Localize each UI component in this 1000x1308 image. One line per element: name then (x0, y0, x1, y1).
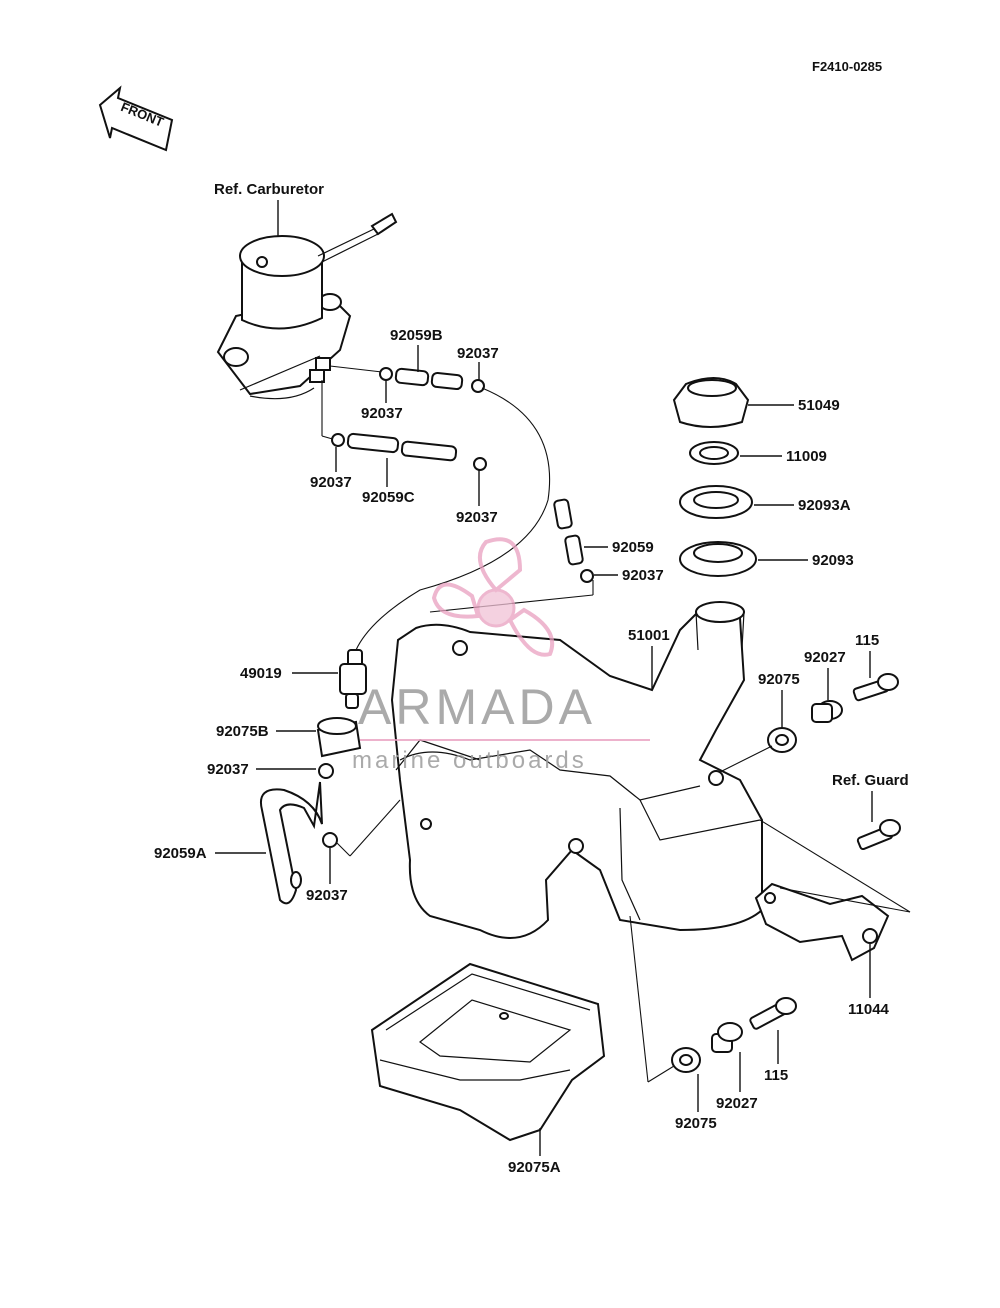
collar-92027-a (811, 700, 843, 723)
ring-92093 (679, 541, 757, 577)
part-92093A-label: 92093A (798, 497, 851, 514)
part-92037-label-e: 92037 (622, 567, 664, 584)
part-92059A-label: 92059A (154, 845, 207, 862)
collar-92027-b (711, 1022, 743, 1053)
watermark-brand: ARMADA (358, 679, 596, 735)
grommet-92075-b (671, 1047, 701, 1073)
part-92093-label: 92093 (812, 552, 854, 569)
part-92037-label-f: 92037 (207, 761, 249, 778)
part-92075A-label: 92075A (508, 1159, 561, 1176)
hose-92059C (331, 432, 487, 471)
filler-cap-51049 (672, 377, 750, 428)
front-arrow-icon: FRONT (98, 85, 174, 152)
bolt-115-b (749, 997, 797, 1030)
ring-92093A (679, 485, 753, 519)
part-92037-label-b: 92037 (361, 405, 403, 422)
bolt-115-a (852, 673, 899, 702)
propeller-logo-icon (431, 537, 555, 657)
watermark-tagline: marine outboards (352, 747, 587, 774)
part-92059B-label: 92059B (390, 327, 443, 344)
part-51001-label: 51001 (628, 627, 670, 644)
part-92027-label-a: 92027 (804, 649, 846, 666)
armada-watermark: ARMADA marine outboards (352, 537, 650, 774)
part-11009-label: 11009 (786, 448, 827, 465)
part-92075-label-b: 92075 (675, 1115, 717, 1132)
part-92075-label-a: 92075 (758, 671, 800, 688)
part-92037-label-d: 92037 (456, 509, 498, 526)
drawing-code: F2410-0285 (812, 59, 882, 74)
bolt-ref-guard (856, 819, 901, 851)
hose-92059B (379, 367, 485, 393)
grommet-92075-a (767, 727, 797, 753)
part-49019-label: 49019 (240, 665, 282, 682)
part-115-label-b: 115 (764, 1067, 788, 1084)
bracket-11044 (754, 882, 890, 962)
part-92037-label-c: 92037 (310, 474, 352, 491)
part-11044-label: 11044 (848, 1001, 890, 1018)
part-92037-label-g: 92037 (306, 887, 348, 904)
ref-carburetor-label: Ref. Carburetor (214, 181, 324, 198)
part-51049-label: 51049 (798, 397, 840, 414)
part-92059-label: 92059 (612, 539, 654, 556)
grommet-92075B (316, 717, 362, 758)
hose-92059A (260, 781, 323, 905)
filter-49019 (339, 649, 367, 709)
part-92075B-label: 92075B (216, 723, 269, 740)
fuel-tank-51001 (390, 601, 763, 939)
part-92027-label-b: 92027 (716, 1095, 758, 1112)
part-115-label-a: 115 (855, 632, 879, 649)
part-92059C-label: 92059C (362, 489, 415, 506)
gasket-11009 (689, 441, 739, 465)
carburetor-drawing (216, 212, 398, 400)
ref-guard-label: Ref. Guard (832, 772, 909, 789)
tray-92075A (370, 962, 606, 1142)
part-92037-label-a: 92037 (457, 345, 499, 362)
